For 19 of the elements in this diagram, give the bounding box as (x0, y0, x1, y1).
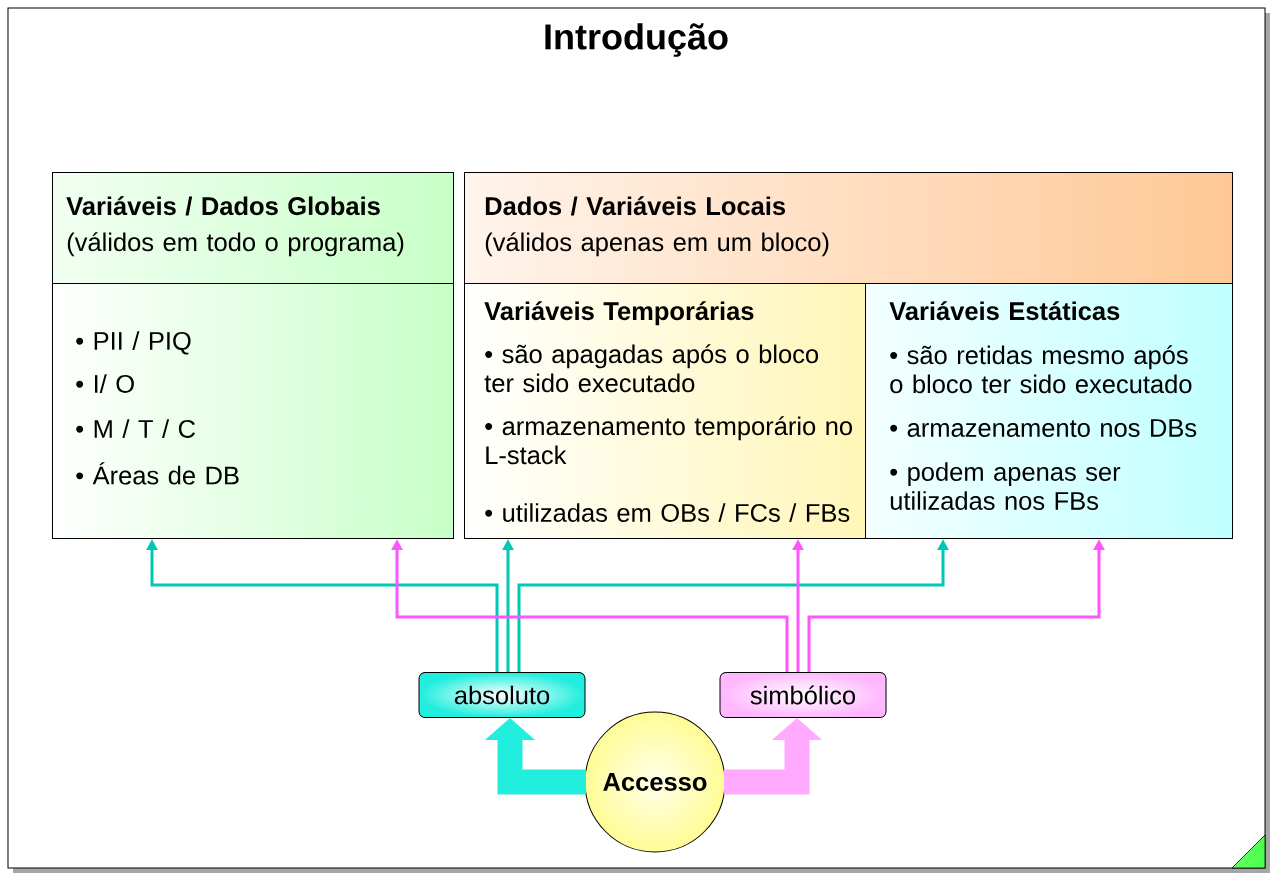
title: Introdução (545, 23, 728, 57)
box-subtitle: (válidos apenas em um bloco) (485, 232, 829, 257)
box-heading: Variáveis Temporárias (484, 301, 754, 326)
list-item: • são apagadas após o bloco ter sido executado (484, 344, 819, 393)
box-heading: Dados / Variáveis Locais (485, 196, 786, 216)
mode-box: simbólico (719, 672, 887, 718)
list-item: • PII / PIQ (76, 331, 191, 355)
list-item: • I/ O (76, 374, 134, 393)
list-item: • Áreas de DB (76, 462, 239, 485)
box-heading: Variáveis Estáticas (889, 301, 1120, 321)
list-item: • M / T / C (76, 419, 196, 438)
mode-box: absoluto (418, 672, 586, 718)
list-item: • armazenamento temporário no L-stack (485, 416, 852, 465)
box-heading: Variáveis / Dados Globais (66, 196, 380, 216)
list-item: • são retidas mesmo após o bloco ter sido executado (890, 345, 1192, 394)
list-item: • podem apenas ser utilizadas nos FBs (890, 462, 1121, 510)
list-item: • armazenamento nos DBs (890, 419, 1197, 437)
box-subtitle: (válidos em todo o programa) (67, 232, 404, 257)
list-item: • utilizadas em OBs / FCs / FBs (485, 503, 850, 522)
